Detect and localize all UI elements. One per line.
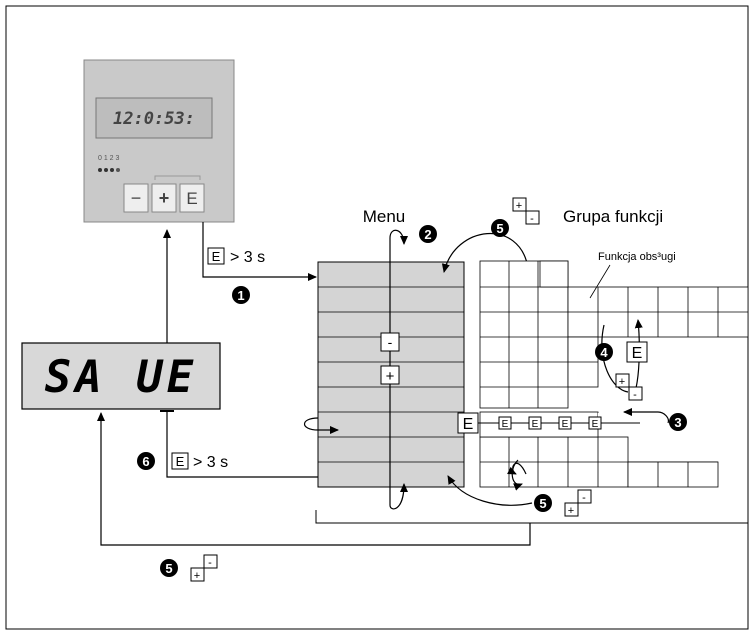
svg-text:E: E — [502, 419, 509, 430]
svg-text:E: E — [592, 419, 599, 430]
svg-text:E: E — [562, 419, 569, 430]
save-display-text: SA UE — [45, 352, 197, 403]
device-e-label: E — [186, 189, 197, 208]
step2-badge-number: 2 — [424, 227, 431, 242]
step5-return-plus-minus-key: + - — [191, 555, 217, 582]
menu-scroll-down-loop — [390, 484, 404, 509]
step5-badge-return-number: 5 — [165, 561, 172, 576]
svg-text:E: E — [532, 419, 539, 430]
svg-text:+: + — [619, 376, 625, 388]
svg-text:-: - — [530, 213, 534, 225]
step3-badge-number: 3 — [674, 415, 681, 430]
menu-minus-label: - — [388, 334, 393, 350]
step4-badge-number: 4 — [600, 345, 608, 360]
bottom-bracket — [316, 510, 748, 523]
step6-duration: > 3 s — [193, 454, 228, 471]
step5-bottom-plus-minus-key: + - — [565, 490, 591, 517]
step5-badge-bottom-number: 5 — [539, 496, 546, 511]
function-plus-minus-key-top: + - — [513, 198, 539, 225]
step6-badge-number: 6 — [142, 454, 149, 469]
save-display: SA UE — [22, 343, 220, 409]
functions-title: Grupa funkcji — [563, 207, 663, 226]
function-e-key-label: E — [463, 416, 474, 433]
led-label: 0 1 2 3 — [98, 155, 120, 162]
grid-gap-mask — [598, 413, 650, 423]
svg-text:-: - — [208, 557, 212, 569]
step1-badge-number: 1 — [237, 288, 244, 303]
device-plus-label: + — [159, 188, 170, 208]
menu-column: Menu - + — [305, 207, 465, 509]
svg-text:-: - — [633, 389, 637, 401]
function-grid — [480, 261, 748, 487]
service-function-label: Funkcja obs³ugi — [598, 251, 676, 263]
device-minus-label: − — [131, 188, 142, 208]
svg-text:-: - — [582, 492, 586, 504]
step1-duration: > 3 s — [230, 249, 265, 266]
controller-device: 12:0:53: 0 1 2 3 − + E — [84, 60, 234, 222]
svg-text:+: + — [516, 200, 522, 212]
step1-e-key-label: E — [212, 249, 221, 264]
step5-badge-top-number: 5 — [496, 221, 503, 236]
menu-plus-label: + — [386, 368, 395, 385]
step6-e-key-label: E — [176, 454, 185, 469]
svg-text:+: + — [194, 570, 200, 582]
arrow-menu-to-save — [167, 412, 318, 477]
step4-e-key-label: E — [632, 345, 643, 362]
svg-text:+: + — [568, 505, 574, 517]
menu-title: Menu — [363, 207, 406, 226]
device-lcd-text: 12:0:53: — [113, 109, 195, 129]
